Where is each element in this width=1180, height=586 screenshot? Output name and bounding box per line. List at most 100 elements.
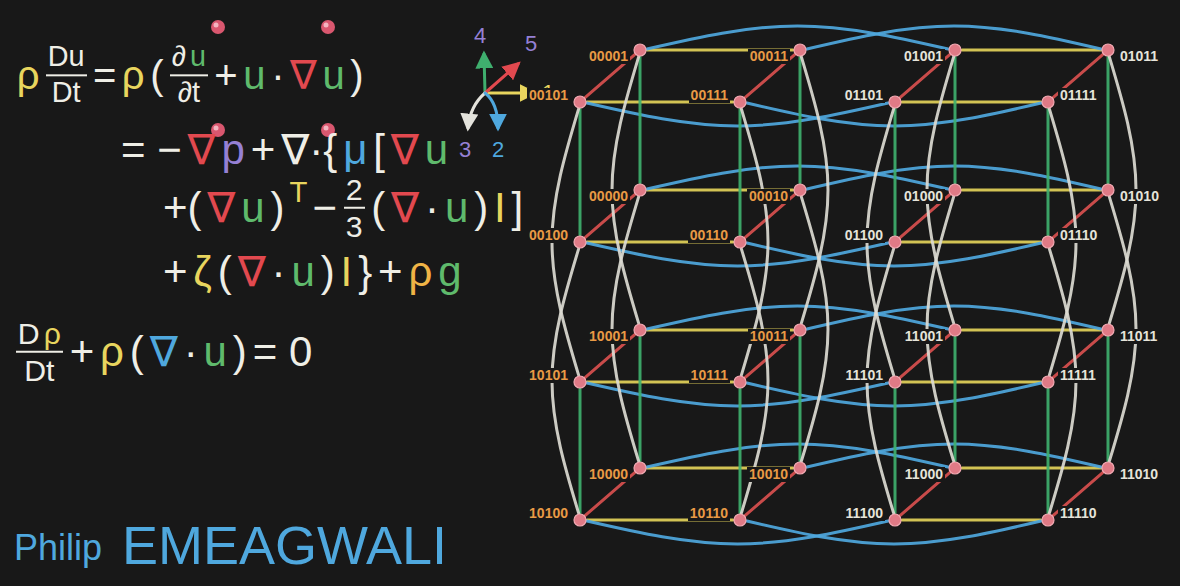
equation-line: +(∇u)T−23(∇·u)I] — [160, 173, 526, 244]
vertex-dot — [734, 514, 746, 526]
equation-line: DρDt+ρ(∇·u)= 0 — [12, 317, 315, 388]
vertex-dot — [794, 462, 806, 474]
equation-symbol: g — [438, 249, 461, 295]
cube-vertex: 10101 — [573, 375, 587, 389]
vertex-dot — [634, 324, 646, 336]
equation-symbol: + — [251, 127, 276, 173]
cube-vertex: 10001 — [633, 323, 647, 337]
equation-symbol: ( — [130, 329, 144, 375]
vertex-dot — [1042, 376, 1054, 388]
equation-symbol: ρ — [44, 317, 61, 350]
equation-symbol: ∇ — [238, 249, 266, 295]
vertex-dot — [793, 43, 807, 57]
vertex-dot — [889, 236, 901, 248]
cube-edge — [902, 381, 1041, 384]
cube-edge — [579, 109, 582, 235]
numerator: Du — [46, 41, 87, 73]
cube-vertex: 00100 — [573, 235, 587, 249]
equation-symbol: ρ — [17, 53, 40, 97]
cube-edge — [1107, 337, 1110, 461]
equation-symbol: I — [494, 185, 506, 231]
equation-symbol: ∇ — [207, 185, 235, 231]
axis-number: 2 — [492, 139, 504, 161]
fraction-bar — [170, 74, 208, 76]
cube-vertex: 11110 — [1041, 513, 1055, 527]
equation-symbol: ) — [321, 249, 335, 295]
cube-vertex: 01000 — [948, 183, 962, 197]
axis-number: 3 — [459, 139, 471, 161]
vertex-label: 00010 — [747, 189, 790, 204]
vertex-dot — [948, 323, 962, 337]
vertex-dot — [733, 95, 747, 109]
cube-edge — [739, 389, 742, 513]
cube-edge — [962, 189, 1101, 192]
vertex-label: 01000 — [902, 189, 945, 204]
author-name: Philip — [14, 530, 102, 566]
cube-vertex: 01010 — [1101, 183, 1115, 197]
vertex-dot — [948, 183, 962, 197]
cube-vertex: 00111 — [733, 95, 747, 109]
equation-line: = −∇p+∇·{μ[∇u — [118, 127, 451, 173]
vertex-label: 00001 — [587, 49, 630, 64]
equation-symbol: ) — [350, 53, 363, 97]
equation-symbol: Dt — [52, 77, 81, 109]
equation-symbol: · — [184, 329, 198, 375]
cube-edge — [1047, 109, 1050, 235]
vertex-dot — [793, 461, 807, 475]
equation-symbol: · — [271, 53, 284, 97]
vertex-dot — [794, 44, 806, 56]
equation-symbol: ρ — [122, 53, 145, 97]
vertex-dot — [794, 184, 806, 196]
vertex-dot — [949, 184, 961, 196]
vertex-dot — [889, 96, 901, 108]
equation-symbol: ∇ — [188, 127, 216, 173]
vertex-dot — [574, 376, 586, 388]
equation-symbol: ∇ — [391, 185, 419, 231]
cube-edge — [579, 389, 582, 513]
cube-vertex: 00110 — [733, 235, 747, 249]
equation-symbol: D — [18, 317, 40, 350]
equation-symbol: Du — [48, 41, 85, 73]
equation-symbol: − — [312, 185, 337, 231]
equation-symbol: ζ — [193, 249, 212, 295]
equation-symbol: u — [241, 185, 264, 231]
cube-edge — [954, 337, 957, 461]
vertex-label: 10010 — [747, 467, 790, 482]
vertex-dot — [1101, 461, 1115, 475]
axis-number: 4 — [474, 25, 486, 47]
cube-vertex: 10011 — [793, 323, 807, 337]
cube-vertex: 11100 — [888, 513, 902, 527]
vertex-dot — [733, 513, 747, 527]
vertex-dot — [734, 376, 746, 388]
denominator: ∂t — [176, 77, 202, 109]
vertex-dot — [634, 44, 646, 56]
equation-symbol: T — [290, 176, 308, 208]
equation-symbol: ∂t — [178, 77, 200, 109]
cube-edge — [639, 337, 642, 461]
cube-edge — [1107, 57, 1110, 183]
cube-vertex: 00000 — [633, 183, 647, 197]
vertex-label: 00100 — [527, 228, 570, 243]
equation-symbol: μ — [343, 127, 367, 173]
vertex-label: 01111 — [1058, 88, 1099, 103]
vertex-dot — [949, 462, 961, 474]
cube-edge — [954, 57, 957, 183]
cube-vertex: 11001 — [948, 323, 962, 337]
vertex-label: 01010 — [1118, 189, 1161, 204]
cube-edge — [639, 57, 642, 183]
equation-symbol: +( — [163, 185, 202, 231]
equation-symbol: ( — [150, 53, 163, 97]
numerator: Dρ — [16, 317, 63, 350]
equation-symbol: ∇·{ — [281, 127, 337, 173]
vertex-label: 10110 — [688, 506, 730, 521]
cube-edge — [902, 241, 1041, 244]
vertex-dot — [949, 324, 961, 336]
numerator: ∂u — [170, 41, 208, 73]
equation-symbol: = 0 — [253, 329, 313, 375]
vertex-label: 10001 — [587, 329, 630, 344]
denominator: 3 — [344, 210, 365, 243]
fraction-bar — [46, 74, 87, 76]
cube-vertex: 11010 — [1101, 461, 1115, 475]
vertex-label: 11101 — [844, 368, 885, 383]
